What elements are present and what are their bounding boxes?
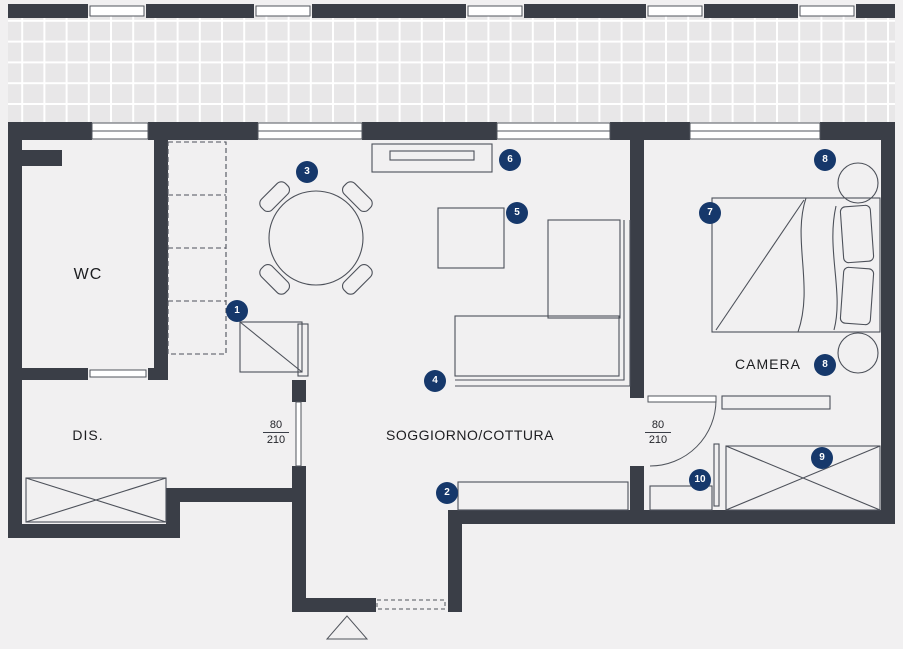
legend-marker-1: 1 bbox=[226, 300, 248, 322]
bench bbox=[457, 481, 629, 511]
legend-marker-7: 7 bbox=[699, 202, 721, 224]
kitchen-units bbox=[167, 141, 227, 355]
pouf-top bbox=[837, 162, 879, 204]
terrace-parapet-openings bbox=[89, 5, 855, 17]
coffee-table bbox=[437, 207, 505, 269]
sofa bbox=[454, 219, 631, 387]
tv-unit bbox=[371, 143, 493, 173]
door-dimension-2: 80 210 bbox=[640, 419, 676, 446]
pouf-bottom bbox=[837, 332, 879, 374]
legend-marker-4: 4 bbox=[424, 370, 446, 392]
camera-door bbox=[647, 395, 717, 467]
wc-sliding-door bbox=[89, 369, 147, 378]
legend-marker-8a: 8 bbox=[814, 149, 836, 171]
wardrobe bbox=[713, 443, 881, 511]
room-label-soggiorno: SOGGIORNO/COTTURA bbox=[386, 427, 554, 443]
dis-door-leaf bbox=[295, 401, 302, 467]
door1-width: 80 bbox=[263, 419, 289, 433]
room-label-dis: DIS. bbox=[72, 427, 104, 443]
legend-marker-5: 5 bbox=[506, 202, 528, 224]
legend-marker-9: 9 bbox=[811, 447, 833, 469]
door1-height: 210 bbox=[266, 434, 286, 446]
legend-marker-6: 6 bbox=[499, 149, 521, 171]
dining-table bbox=[259, 181, 373, 295]
kitchen-block bbox=[239, 321, 309, 377]
legend-marker-10: 10 bbox=[689, 469, 711, 491]
entrance-door bbox=[325, 599, 446, 640]
room-label-camera: CAMERA bbox=[735, 356, 801, 372]
door2-height: 210 bbox=[648, 434, 668, 446]
door2-width: 80 bbox=[645, 419, 671, 433]
camera-cabinet bbox=[649, 485, 713, 511]
dis-closet bbox=[25, 477, 167, 523]
bed bbox=[711, 197, 881, 333]
legend-marker-2: 2 bbox=[436, 482, 458, 504]
room-label-wc: WC bbox=[73, 266, 103, 283]
terrace-tiles bbox=[8, 16, 895, 122]
terrace-parapet bbox=[8, 4, 895, 18]
walls bbox=[8, 122, 895, 612]
windows bbox=[91, 122, 821, 140]
legend-marker-3: 3 bbox=[296, 161, 318, 183]
shelf bbox=[721, 395, 831, 410]
legend-marker-8b: 8 bbox=[814, 354, 836, 376]
entrance-arrow-icon bbox=[325, 615, 369, 640]
door-dimension-1: 80 210 bbox=[258, 419, 294, 446]
